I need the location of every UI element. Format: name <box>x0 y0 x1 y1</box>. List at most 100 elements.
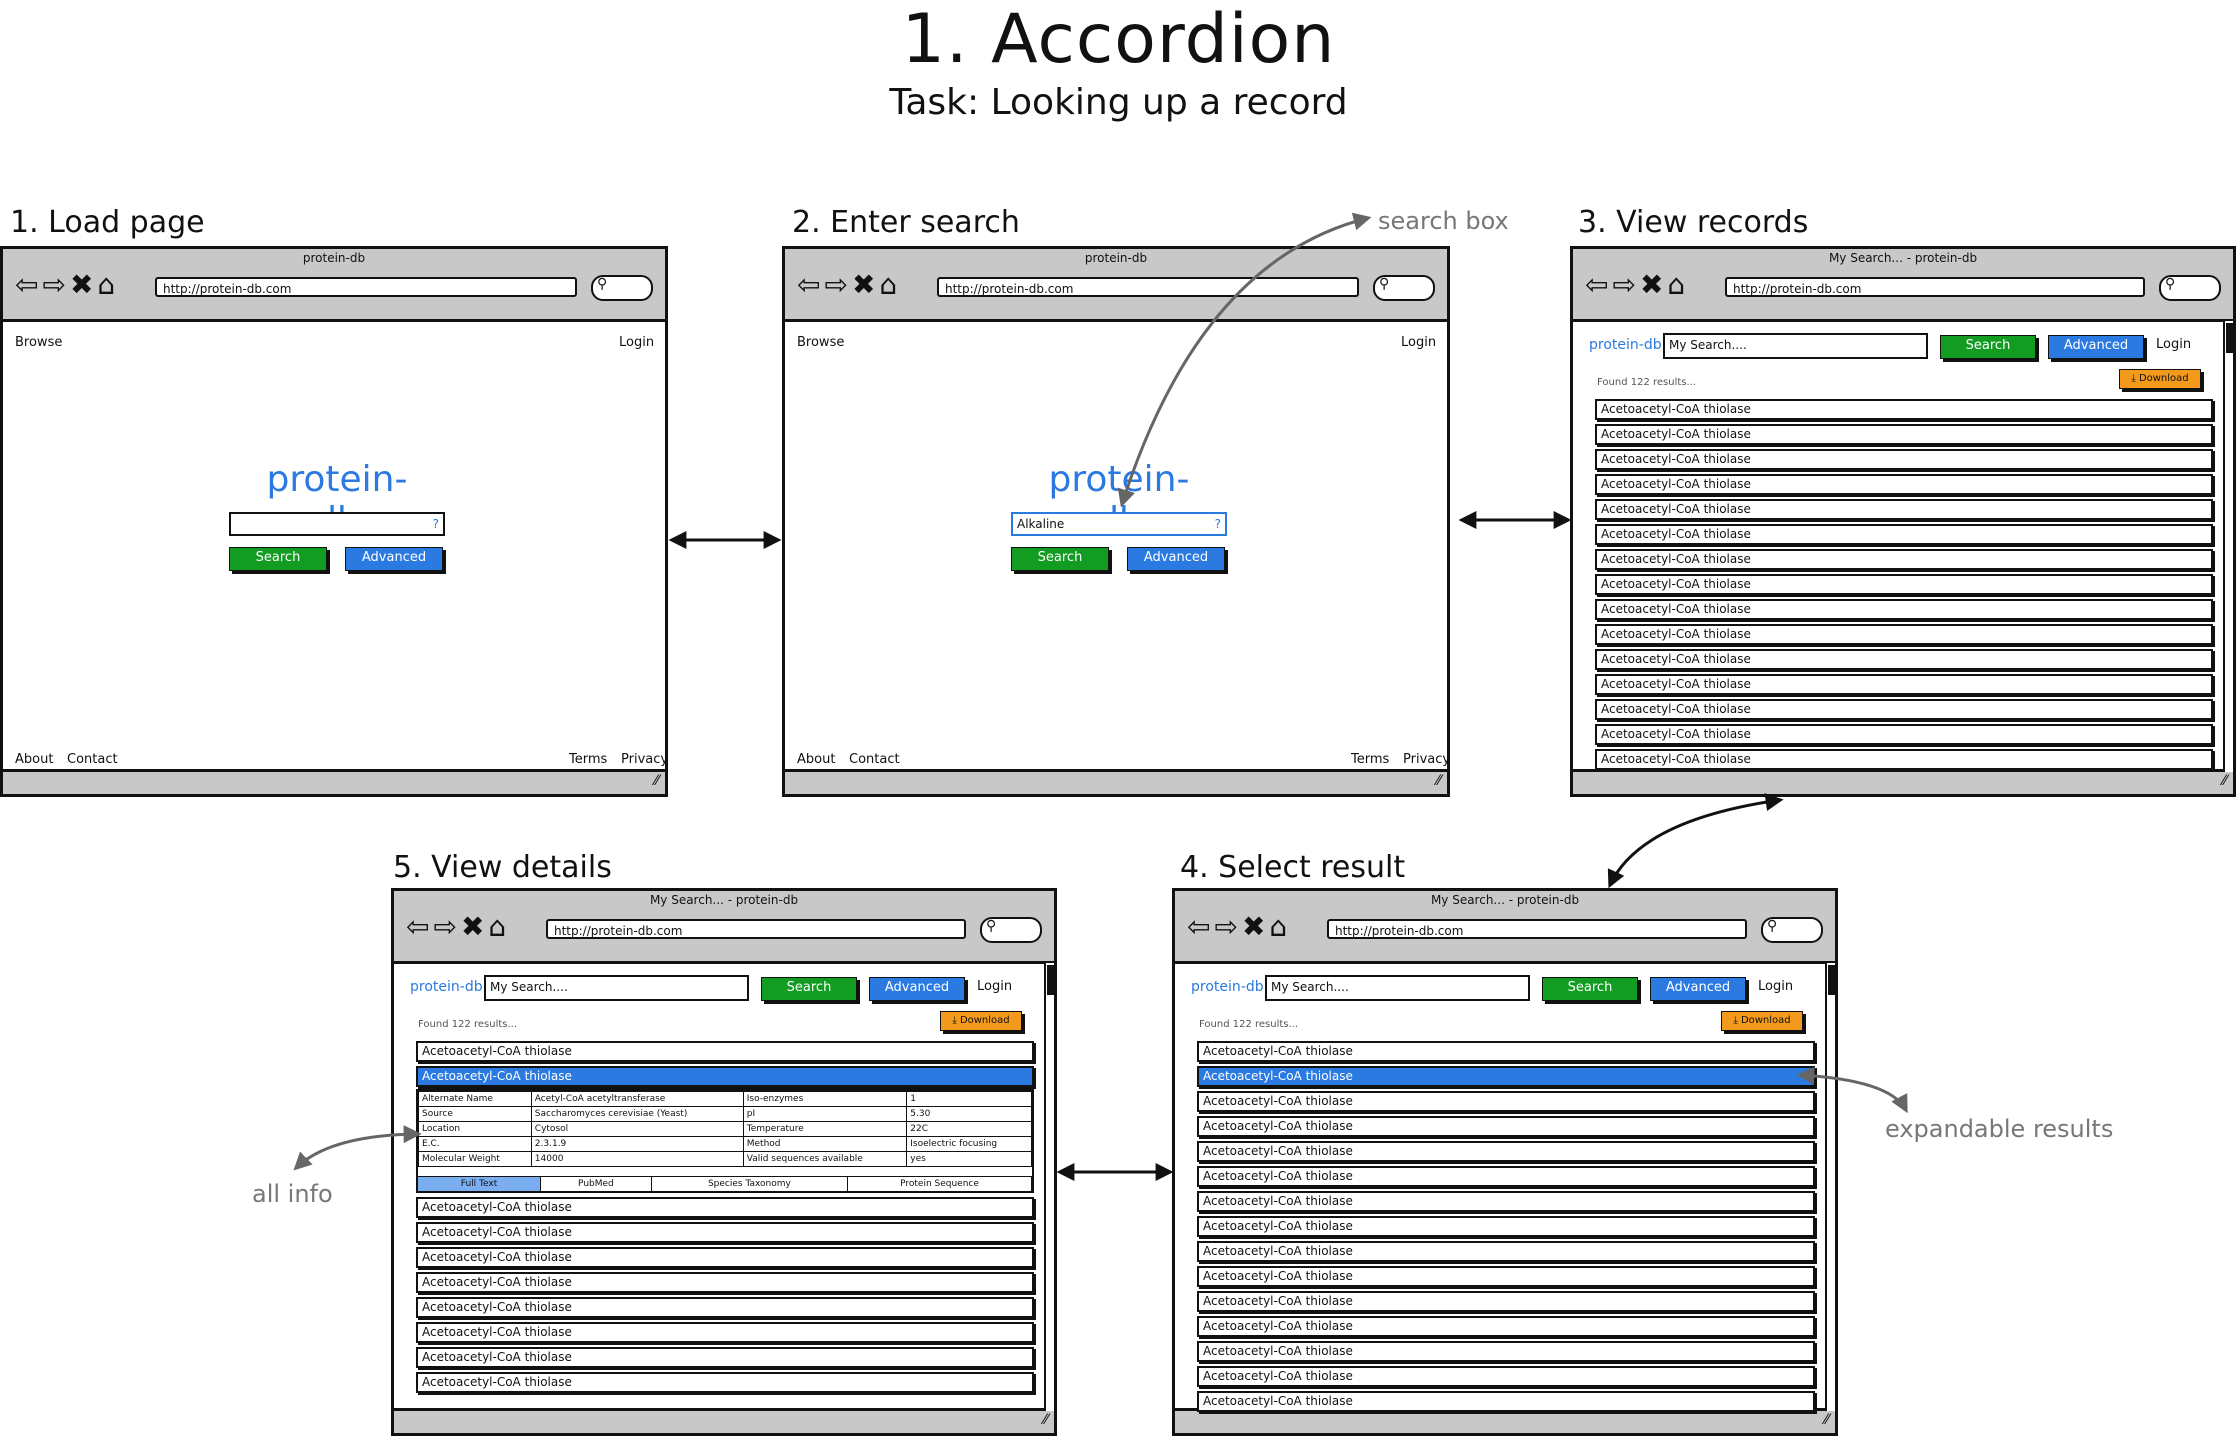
scrollbar-thumb[interactable] <box>1828 965 1835 995</box>
stop-icon[interactable]: ✖ <box>1639 268 1668 301</box>
about-link[interactable]: About <box>797 752 836 767</box>
vertical-scrollbar[interactable] <box>1825 963 1835 1411</box>
vertical-scrollbar[interactable] <box>1044 963 1054 1411</box>
advanced-button[interactable]: Advanced <box>869 977 965 1001</box>
terms-link[interactable]: Terms <box>569 752 608 767</box>
forward-icon[interactable]: ⇨ <box>824 268 852 301</box>
browse-link[interactable]: Browse <box>15 335 63 350</box>
result-row[interactable]: Acetoacetyl-CoA thiolase <box>416 1197 1034 1218</box>
search-button[interactable]: Search <box>1011 547 1109 571</box>
home-icon[interactable]: ⌂ <box>879 268 902 301</box>
result-row[interactable]: Acetoacetyl-CoA thiolase <box>1595 574 2213 595</box>
result-row[interactable]: Acetoacetyl-CoA thiolase <box>1197 1316 1815 1337</box>
stop-icon[interactable]: ✖ <box>1241 910 1270 943</box>
help-icon[interactable]: ? <box>1214 517 1221 531</box>
result-row[interactable]: Acetoacetyl-CoA thiolase <box>1197 1041 1815 1062</box>
browse-link[interactable]: Browse <box>797 335 845 350</box>
advanced-button[interactable]: Advanced <box>1650 977 1746 1001</box>
result-row[interactable]: Acetoacetyl-CoA thiolase <box>416 1347 1034 1368</box>
address-bar[interactable]: http://protein-db.com <box>1725 277 2145 297</box>
details-tab[interactable]: Protein Sequence <box>848 1177 1032 1191</box>
login-link[interactable]: Login <box>1401 335 1437 350</box>
result-row[interactable]: Acetoacetyl-CoA thiolase <box>1197 1166 1815 1187</box>
result-row[interactable]: Acetoacetyl-CoA thiolase <box>1197 1191 1815 1212</box>
contact-link[interactable]: Contact <box>849 752 900 767</box>
site-logo-small[interactable]: protein-db <box>1191 979 1264 995</box>
about-link[interactable]: About <box>15 752 54 767</box>
result-row-selected[interactable]: Acetoacetyl-CoA thiolase <box>1197 1066 1815 1087</box>
search-input[interactable]: My Search.... <box>1663 333 1928 359</box>
advanced-button[interactable]: Advanced <box>2048 335 2144 359</box>
address-bar[interactable]: http://protein-db.com <box>546 919 966 939</box>
result-row[interactable]: Acetoacetyl-CoA thiolase <box>1595 724 2213 745</box>
download-button[interactable]: ⤓ Download <box>1721 1011 1803 1031</box>
forward-icon[interactable]: ⇨ <box>433 910 461 943</box>
result-row[interactable]: Acetoacetyl-CoA thiolase <box>1595 424 2213 445</box>
result-row[interactable]: Acetoacetyl-CoA thiolase <box>1595 749 2213 770</box>
search-button[interactable]: Search <box>1542 977 1638 1001</box>
result-row[interactable]: Acetoacetyl-CoA thiolase <box>1595 399 2213 420</box>
terms-link[interactable]: Terms <box>1351 752 1390 767</box>
login-link[interactable]: Login <box>1758 979 1794 994</box>
result-row[interactable]: Acetoacetyl-CoA thiolase <box>1595 649 2213 670</box>
result-row[interactable]: Acetoacetyl-CoA thiolase <box>1595 549 2213 570</box>
stop-icon[interactable]: ✖ <box>851 268 880 301</box>
forward-icon[interactable]: ⇨ <box>1612 268 1640 301</box>
back-icon[interactable]: ⇦ <box>15 268 43 301</box>
download-button[interactable]: ⤓ Download <box>2119 369 2201 389</box>
resize-grip-icon[interactable]: ⁄⁄ <box>2222 773 2227 789</box>
result-row[interactable]: Acetoacetyl-CoA thiolase <box>416 1272 1034 1293</box>
site-logo-small[interactable]: protein-db <box>410 979 483 995</box>
privacy-link[interactable]: Privacy <box>1403 752 1450 767</box>
help-icon[interactable]: ? <box>432 517 439 531</box>
forward-icon[interactable]: ⇨ <box>1214 910 1242 943</box>
search-input[interactable]: My Search.... <box>1265 975 1530 1001</box>
home-icon[interactable]: ⌂ <box>488 910 511 943</box>
stop-icon[interactable]: ✖ <box>69 268 98 301</box>
home-icon[interactable]: ⌂ <box>97 268 120 301</box>
resize-grip-icon[interactable]: ⁄⁄ <box>1043 1412 1048 1428</box>
browser-search-box[interactable]: ⚲ <box>980 917 1042 943</box>
result-row[interactable]: Acetoacetyl-CoA thiolase <box>1595 474 2213 495</box>
home-icon[interactable]: ⌂ <box>1667 268 1690 301</box>
result-row[interactable]: Acetoacetyl-CoA thiolase <box>1197 1091 1815 1112</box>
browser-search-box[interactable]: ⚲ <box>1373 275 1435 301</box>
advanced-button[interactable]: Advanced <box>1127 547 1225 571</box>
result-row-selected[interactable]: Acetoacetyl-CoA thiolase <box>416 1066 1034 1087</box>
site-logo-small[interactable]: protein-db <box>1589 337 1662 353</box>
back-icon[interactable]: ⇦ <box>797 268 825 301</box>
search-input[interactable]: ? <box>229 512 445 536</box>
result-row[interactable]: Acetoacetyl-CoA thiolase <box>416 1372 1034 1393</box>
search-input[interactable]: Alkaline? <box>1011 512 1227 536</box>
result-row[interactable]: Acetoacetyl-CoA thiolase <box>416 1247 1034 1268</box>
result-row[interactable]: Acetoacetyl-CoA thiolase <box>1197 1341 1815 1362</box>
result-row[interactable]: Acetoacetyl-CoA thiolase <box>1197 1241 1815 1262</box>
download-button[interactable]: ⤓ Download <box>940 1011 1022 1031</box>
result-row[interactable]: Acetoacetyl-CoA thiolase <box>1595 599 2213 620</box>
resize-grip-icon[interactable]: ⁄⁄ <box>1824 1412 1829 1428</box>
result-row[interactable]: Acetoacetyl-CoA thiolase <box>1595 624 2213 645</box>
address-bar[interactable]: http://protein-db.com <box>1327 919 1747 939</box>
back-icon[interactable]: ⇦ <box>1187 910 1215 943</box>
browser-search-box[interactable]: ⚲ <box>591 275 653 301</box>
login-link[interactable]: Login <box>619 335 655 350</box>
privacy-link[interactable]: Privacy <box>621 752 668 767</box>
result-row[interactable]: Acetoacetyl-CoA thiolase <box>1197 1266 1815 1287</box>
browser-search-box[interactable]: ⚲ <box>1761 917 1823 943</box>
home-icon[interactable]: ⌂ <box>1269 910 1292 943</box>
forward-icon[interactable]: ⇨ <box>42 268 70 301</box>
vertical-scrollbar[interactable] <box>2223 321 2233 772</box>
details-tab[interactable]: Species Taxonomy <box>652 1177 848 1191</box>
back-icon[interactable]: ⇦ <box>406 910 434 943</box>
search-button[interactable]: Search <box>229 547 327 571</box>
result-row[interactable]: Acetoacetyl-CoA thiolase <box>1595 449 2213 470</box>
back-icon[interactable]: ⇦ <box>1585 268 1613 301</box>
details-tab[interactable]: PubMed <box>541 1177 652 1191</box>
result-row[interactable]: Acetoacetyl-CoA thiolase <box>1595 674 2213 695</box>
result-row[interactable]: Acetoacetyl-CoA thiolase <box>1197 1366 1815 1387</box>
result-row[interactable]: Acetoacetyl-CoA thiolase <box>1197 1291 1815 1312</box>
search-button[interactable]: Search <box>1940 335 2036 359</box>
result-row[interactable]: Acetoacetyl-CoA thiolase <box>1595 524 2213 545</box>
result-row[interactable]: Acetoacetyl-CoA thiolase <box>1595 699 2213 720</box>
advanced-button[interactable]: Advanced <box>345 547 443 571</box>
